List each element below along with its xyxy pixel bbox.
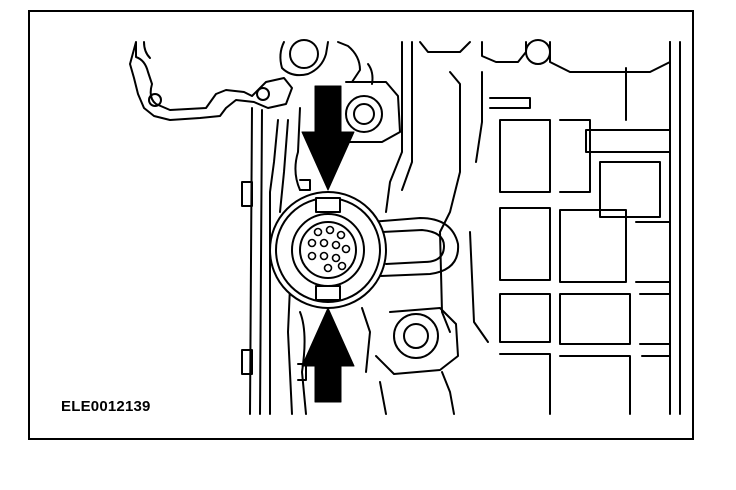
arrow-down-icon <box>301 85 355 191</box>
transmission-connector-illustration <box>129 39 681 415</box>
figure-reference-code: ELE0012139 <box>61 398 151 415</box>
bolt-boss <box>345 41 413 213</box>
housing-upper-left <box>129 39 374 121</box>
connector-mounting-slot <box>369 217 460 277</box>
illustration-frame: ELE0012139 <box>28 10 694 440</box>
lower-boss <box>361 307 459 415</box>
housing-left-rails <box>241 107 311 415</box>
housing-right-ribs <box>419 39 681 415</box>
electrical-connector <box>269 191 387 309</box>
connector-pins <box>307 225 351 273</box>
arrow-up-icon <box>301 307 355 403</box>
